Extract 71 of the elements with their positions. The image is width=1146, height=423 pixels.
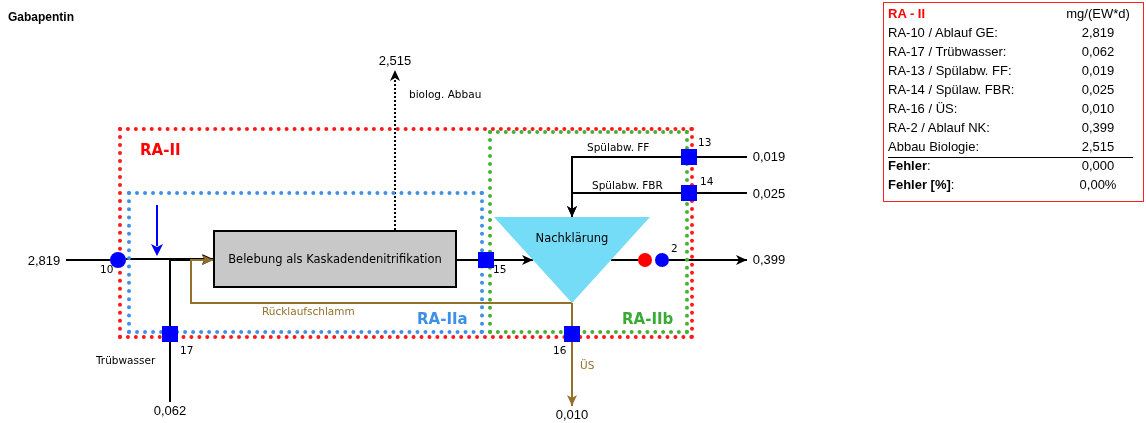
arrow bbox=[190, 255, 573, 304]
point-number: 10 bbox=[100, 263, 114, 275]
table-cell: RA-10 / Ablauf GE: bbox=[888, 25, 998, 40]
table-cell: RA-13 / Spülabw. FF: bbox=[888, 63, 1012, 78]
point-number: 14 bbox=[700, 175, 714, 187]
table-cell-text: 0,010 bbox=[1080, 101, 1116, 116]
arrow bbox=[567, 192, 682, 218]
sampling-point bbox=[478, 252, 494, 268]
point-number: 2 bbox=[671, 242, 678, 254]
connector-line bbox=[65, 259, 111, 261]
point-number: 15 bbox=[493, 263, 507, 275]
edge-label: Trübwasser bbox=[96, 354, 156, 366]
connector-line bbox=[571, 302, 573, 327]
connector-line bbox=[610, 259, 639, 261]
arrow bbox=[567, 341, 577, 407]
arrow bbox=[668, 255, 748, 265]
process-box: Belebung als Kaskadendenitrifikation bbox=[213, 230, 457, 288]
sampling-point bbox=[162, 326, 178, 342]
table-cell: Fehler [%]: bbox=[888, 177, 955, 192]
group-label: RA-IIb bbox=[622, 310, 674, 328]
sampling-point bbox=[681, 185, 697, 201]
value-label: 2,819 bbox=[22, 252, 66, 270]
edge-label: Rücklaufschlamm bbox=[262, 305, 355, 317]
edge-label: Spülabw. FF bbox=[587, 141, 650, 153]
edge-label: Spülabw. FBR bbox=[592, 179, 663, 191]
table-cell: RA-14 / Spülaw. FBR: bbox=[888, 82, 1015, 97]
edge-label: biolog. Abbau bbox=[409, 88, 482, 100]
table-cell-text: 0,000 bbox=[1080, 158, 1116, 173]
boundary-frame bbox=[488, 130, 689, 334]
table-cell-text: 2,819 bbox=[1080, 25, 1116, 40]
value-label: 0,019 bbox=[747, 148, 791, 166]
connector-line bbox=[696, 156, 748, 158]
group-label: RA-II bbox=[140, 141, 181, 159]
boundary-frame bbox=[127, 191, 484, 334]
sampling-point bbox=[638, 253, 652, 267]
table-cell-text: 0,00% bbox=[1078, 177, 1118, 192]
arrow bbox=[493, 255, 534, 265]
connector-line bbox=[169, 341, 171, 403]
table-cell-text: mg/(EW*d) bbox=[1065, 6, 1131, 21]
table-cell: RA-2 / Ablauf NK: bbox=[888, 120, 990, 135]
table-cell-text: 0,062 bbox=[1080, 44, 1116, 59]
table-cell: Abbau Biologie: bbox=[888, 139, 980, 154]
node-text: Nachklärung bbox=[534, 231, 610, 245]
sampling-point bbox=[564, 326, 580, 342]
table-cell: RA-16 / ÜS: bbox=[888, 101, 958, 116]
point-number: 13 bbox=[698, 136, 712, 148]
group-label: RA-IIa bbox=[417, 310, 468, 328]
value-label: 2,515 bbox=[373, 52, 417, 70]
value-label: 0,010 bbox=[550, 406, 594, 423]
table-cell-text: 0,019 bbox=[1080, 63, 1116, 78]
arrow bbox=[390, 69, 400, 231]
table-cell: Fehler: bbox=[888, 158, 931, 173]
connector-line bbox=[456, 259, 479, 261]
point-number: 16 bbox=[553, 344, 567, 356]
sampling-point bbox=[655, 253, 669, 267]
table-cell-text: 0,025 bbox=[1080, 82, 1116, 97]
diagram-title: Gabapentin bbox=[8, 10, 74, 24]
value-label: 0,025 bbox=[747, 185, 791, 203]
value-label: 0,399 bbox=[747, 251, 791, 269]
point-number: 17 bbox=[180, 344, 194, 356]
table-cell-text: 2,515 bbox=[1080, 139, 1116, 154]
sampling-point bbox=[681, 149, 697, 165]
edge-label: ÜS bbox=[580, 359, 595, 371]
value-label: 0,062 bbox=[148, 402, 192, 420]
arrow bbox=[125, 254, 214, 264]
boundary-frame bbox=[118, 127, 694, 339]
table-cell: RA - II bbox=[888, 6, 926, 21]
table-cell-text: 0,399 bbox=[1080, 120, 1116, 135]
table-cell: RA-17 / Trübwasser: bbox=[888, 44, 1007, 59]
connector-line bbox=[696, 192, 748, 194]
clarifier-triangle bbox=[494, 217, 650, 303]
